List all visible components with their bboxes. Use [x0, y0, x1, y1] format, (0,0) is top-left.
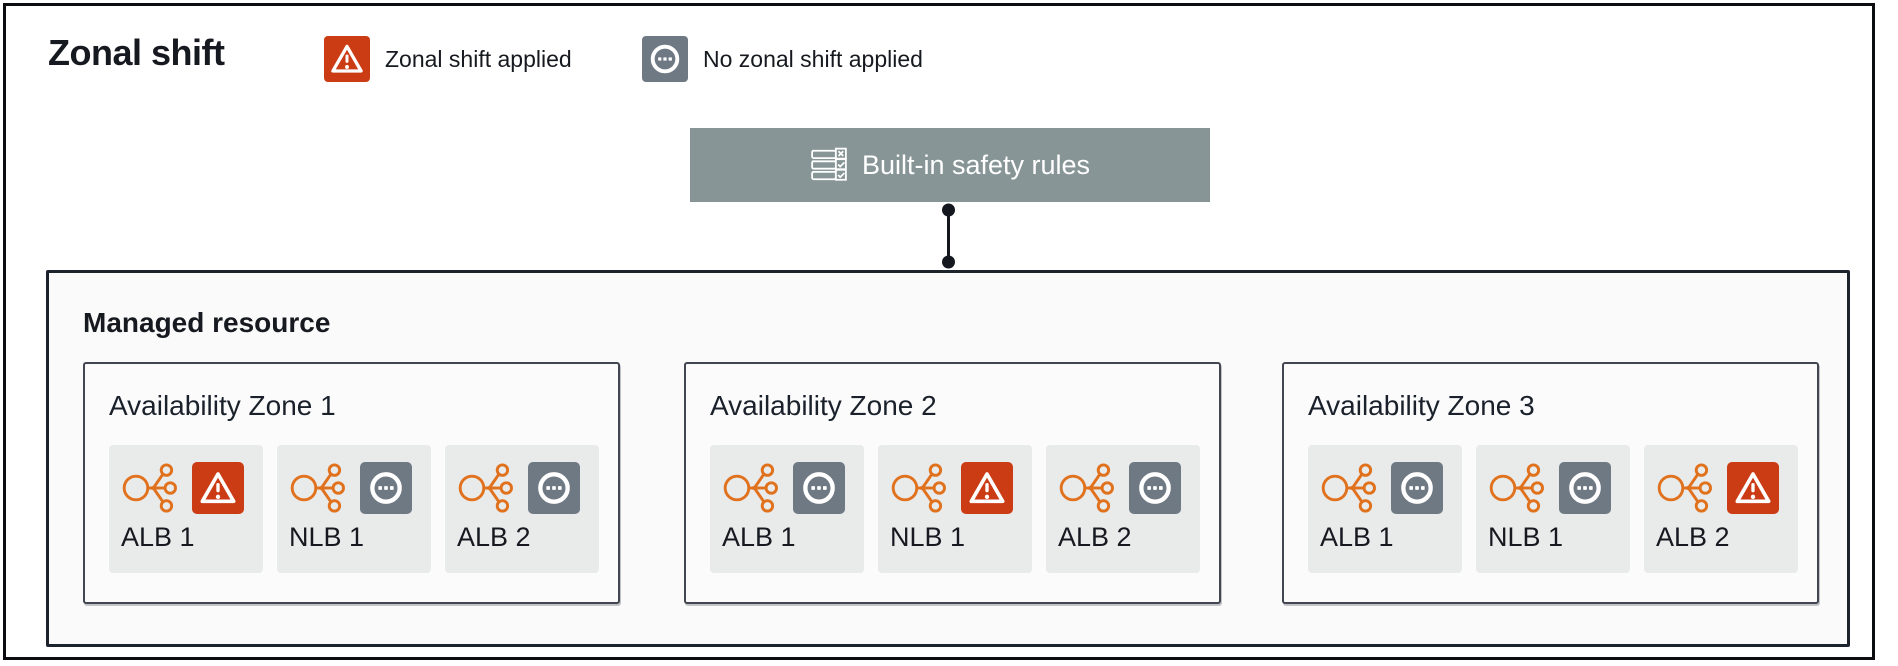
zone-cards: ALB 1 — [109, 445, 599, 573]
status-icon — [1129, 462, 1181, 514]
resource-card: NLB 1 — [878, 445, 1032, 573]
status-icon — [961, 462, 1013, 514]
rules-checklist-icon — [810, 146, 848, 184]
managed-resource-title: Managed resource — [83, 307, 331, 338]
load-balancer-icon — [1656, 461, 1714, 515]
resource-label: ALB 1 — [121, 522, 195, 552]
status-icon — [1391, 462, 1443, 514]
status-icon — [1559, 462, 1611, 514]
resource-card: ALB 2 — [1046, 445, 1200, 573]
resource-label: ALB 2 — [1656, 522, 1730, 552]
zone-cards: ALB 1 — [1308, 445, 1798, 573]
status-icon — [528, 462, 580, 514]
warning-triangle-icon — [324, 36, 370, 82]
resource-label: NLB 1 — [890, 522, 966, 552]
resource-card: ALB 1 — [1308, 445, 1462, 573]
load-balancer-icon — [1058, 461, 1116, 515]
load-balancer-icon — [121, 461, 179, 515]
zone-title: Availability Zone 2 — [710, 390, 937, 421]
status-icon — [1727, 462, 1779, 514]
connector-line — [941, 202, 956, 270]
load-balancer-icon — [890, 461, 948, 515]
status-icon — [192, 462, 244, 514]
resource-card: ALB 2 — [1644, 445, 1798, 573]
managed-resource-box: Managed resource Availability Zone 1 — [46, 270, 1850, 647]
zone-cards: ALB 1 — [710, 445, 1200, 573]
zone-title: Availability Zone 1 — [109, 390, 336, 421]
zone-title: Availability Zone 3 — [1308, 390, 1535, 421]
legend-item-applied: Zonal shift applied — [324, 36, 572, 82]
safety-rules-banner: Built-in safety rules — [690, 128, 1210, 202]
load-balancer-icon — [457, 461, 515, 515]
resource-label: ALB 2 — [457, 522, 531, 552]
legend-item-not-applied: No zonal shift applied — [642, 36, 923, 82]
legend-label: No zonal shift applied — [703, 45, 923, 72]
availability-zone-box: Availability Zone 1 — [83, 362, 620, 604]
page-title: Zonal shift — [48, 32, 225, 73]
load-balancer-icon — [1488, 461, 1546, 515]
resource-card: ALB 1 — [710, 445, 864, 573]
resource-label: NLB 1 — [1488, 522, 1564, 552]
availability-zone-box: Availability Zone 2 — [684, 362, 1221, 604]
status-icon — [793, 462, 845, 514]
resource-card: ALB 2 — [445, 445, 599, 573]
availability-zone-box: Availability Zone 3 — [1282, 362, 1819, 604]
resource-label: ALB 1 — [722, 522, 796, 552]
resource-card: NLB 1 — [277, 445, 431, 573]
load-balancer-icon — [722, 461, 780, 515]
resource-label: NLB 1 — [289, 522, 365, 552]
resource-label: ALB 1 — [1320, 522, 1394, 552]
resource-label: ALB 2 — [1058, 522, 1132, 552]
resource-card: ALB 1 — [109, 445, 263, 573]
safety-rules-label: Built-in safety rules — [861, 149, 1091, 180]
load-balancer-icon — [289, 461, 347, 515]
load-balancer-icon — [1320, 461, 1378, 515]
status-icon — [360, 462, 412, 514]
ellipsis-circle-icon — [642, 36, 688, 82]
resource-card: NLB 1 — [1476, 445, 1630, 573]
legend-label: Zonal shift applied — [385, 45, 572, 72]
